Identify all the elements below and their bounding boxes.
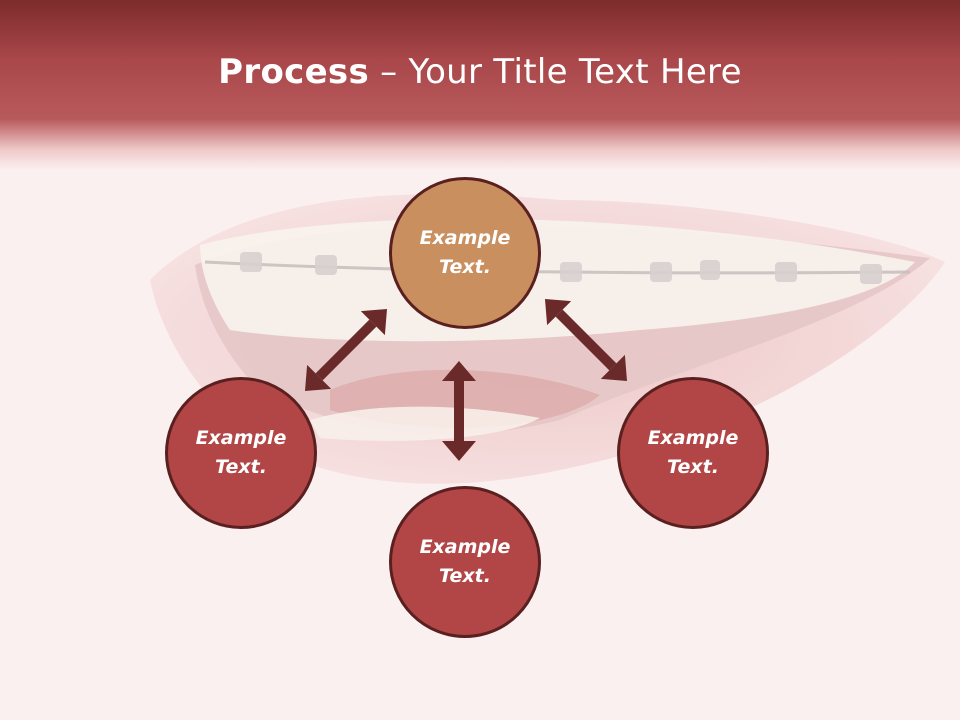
- node-bottom-text: Example Text.: [419, 536, 511, 587]
- title-bold-text: Process: [218, 52, 370, 92]
- node-right-text: Example Text.: [647, 427, 739, 478]
- node-bottom: Example Text.: [389, 486, 541, 638]
- header-band: [0, 0, 960, 170]
- arrow-top-left: [304, 308, 388, 392]
- node-left-text: Example Text.: [195, 427, 287, 478]
- arrow-top-right: [544, 298, 628, 382]
- node-top: Example Text.: [389, 177, 541, 329]
- arrow-vertical: [442, 361, 476, 461]
- title-rest-text: – Your Title Text Here: [369, 52, 742, 92]
- node-right: Example Text.: [617, 377, 769, 529]
- node-left: Example Text.: [165, 377, 317, 529]
- slide-title: Process – Your Title Text Here: [0, 52, 960, 92]
- node-top-text: Example Text.: [419, 227, 511, 278]
